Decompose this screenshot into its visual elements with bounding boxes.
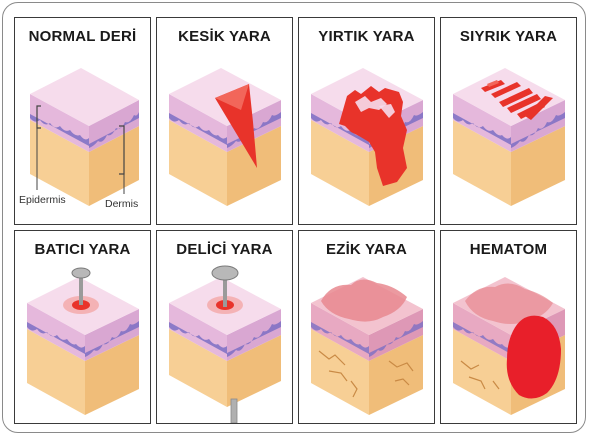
epidermis-label: Epidermis [19, 194, 66, 206]
abrasion-illustration [441, 18, 577, 225]
dermis-label: Dermis [105, 198, 138, 210]
panel-normal-skin: NORMAL DERİ Epidermis Dermis [14, 17, 151, 225]
panel-crush-wound: EZİK YARA [298, 230, 435, 424]
hematoma-illustration [441, 231, 577, 424]
cut-wound-illustration [157, 18, 293, 225]
panel-stab-wound: BATICI YARA [14, 230, 151, 424]
panel-puncture-wound: DELİCİ YARA [156, 230, 293, 424]
stab-wound-illustration [15, 231, 151, 424]
crush-wound-illustration [299, 231, 435, 424]
puncture-wound-illustration [157, 231, 293, 424]
panel-cut-wound: KESİK YARA [156, 17, 293, 225]
panel-laceration: YIRTIK YARA [298, 17, 435, 225]
panel-hematoma: HEMATOM [440, 230, 577, 424]
panel-abrasion: SIYRIK YARA [440, 17, 577, 225]
laceration-illustration [299, 18, 435, 225]
